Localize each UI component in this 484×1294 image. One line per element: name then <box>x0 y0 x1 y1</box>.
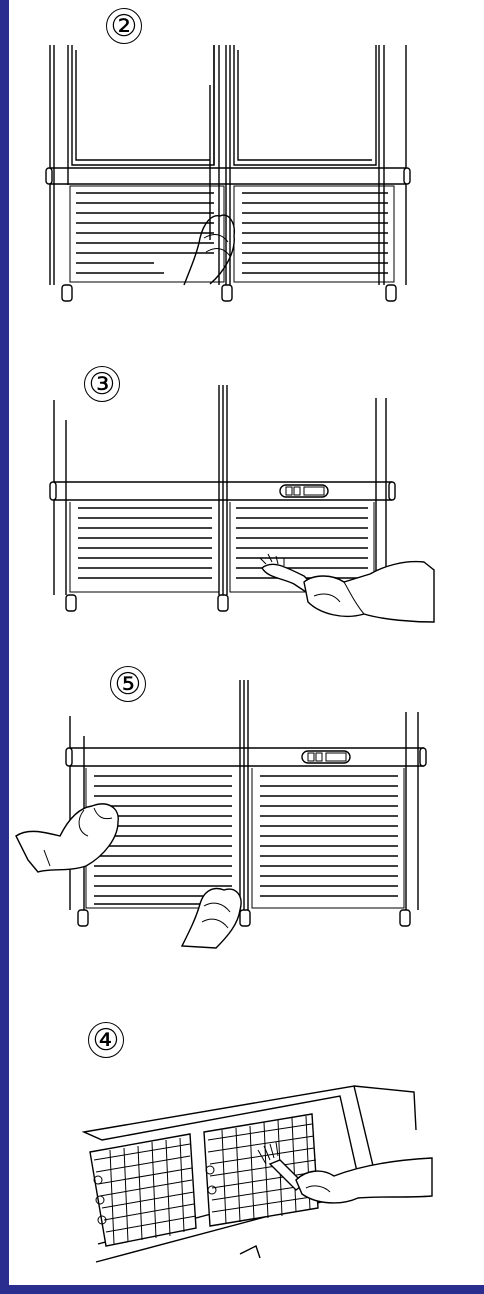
step-2-right-grille <box>234 186 394 282</box>
step-3-left-grille <box>70 502 219 592</box>
step-5-panel: ⑤ <box>14 660 484 960</box>
step-5-bottom-hand <box>182 889 241 948</box>
step-4-coil-left <box>90 1134 196 1246</box>
step-2-casters <box>62 285 396 301</box>
step-3-control-panel <box>280 485 328 497</box>
page-border-bottom <box>0 1285 484 1294</box>
step-5-casters <box>78 910 410 926</box>
step-3-casters <box>66 595 228 611</box>
step-4-base-clip <box>240 1246 260 1258</box>
step-5-right-grille <box>252 768 404 908</box>
step-4-coil-right <box>204 1114 318 1226</box>
step-5-left-hand <box>16 804 118 872</box>
step-3-hand-with-brush <box>260 554 434 622</box>
step-5-control-panel <box>302 751 350 763</box>
step-4-illustration <box>14 1000 484 1280</box>
step-3-illustration <box>14 360 484 630</box>
page-border-left <box>0 0 9 1294</box>
step-4-panel: ④ <box>14 1000 484 1280</box>
step-2-illustration <box>14 0 484 320</box>
step-2-panel: ② <box>14 0 484 320</box>
step-5-illustration <box>14 660 484 960</box>
step-3-panel: ③ <box>14 360 484 630</box>
